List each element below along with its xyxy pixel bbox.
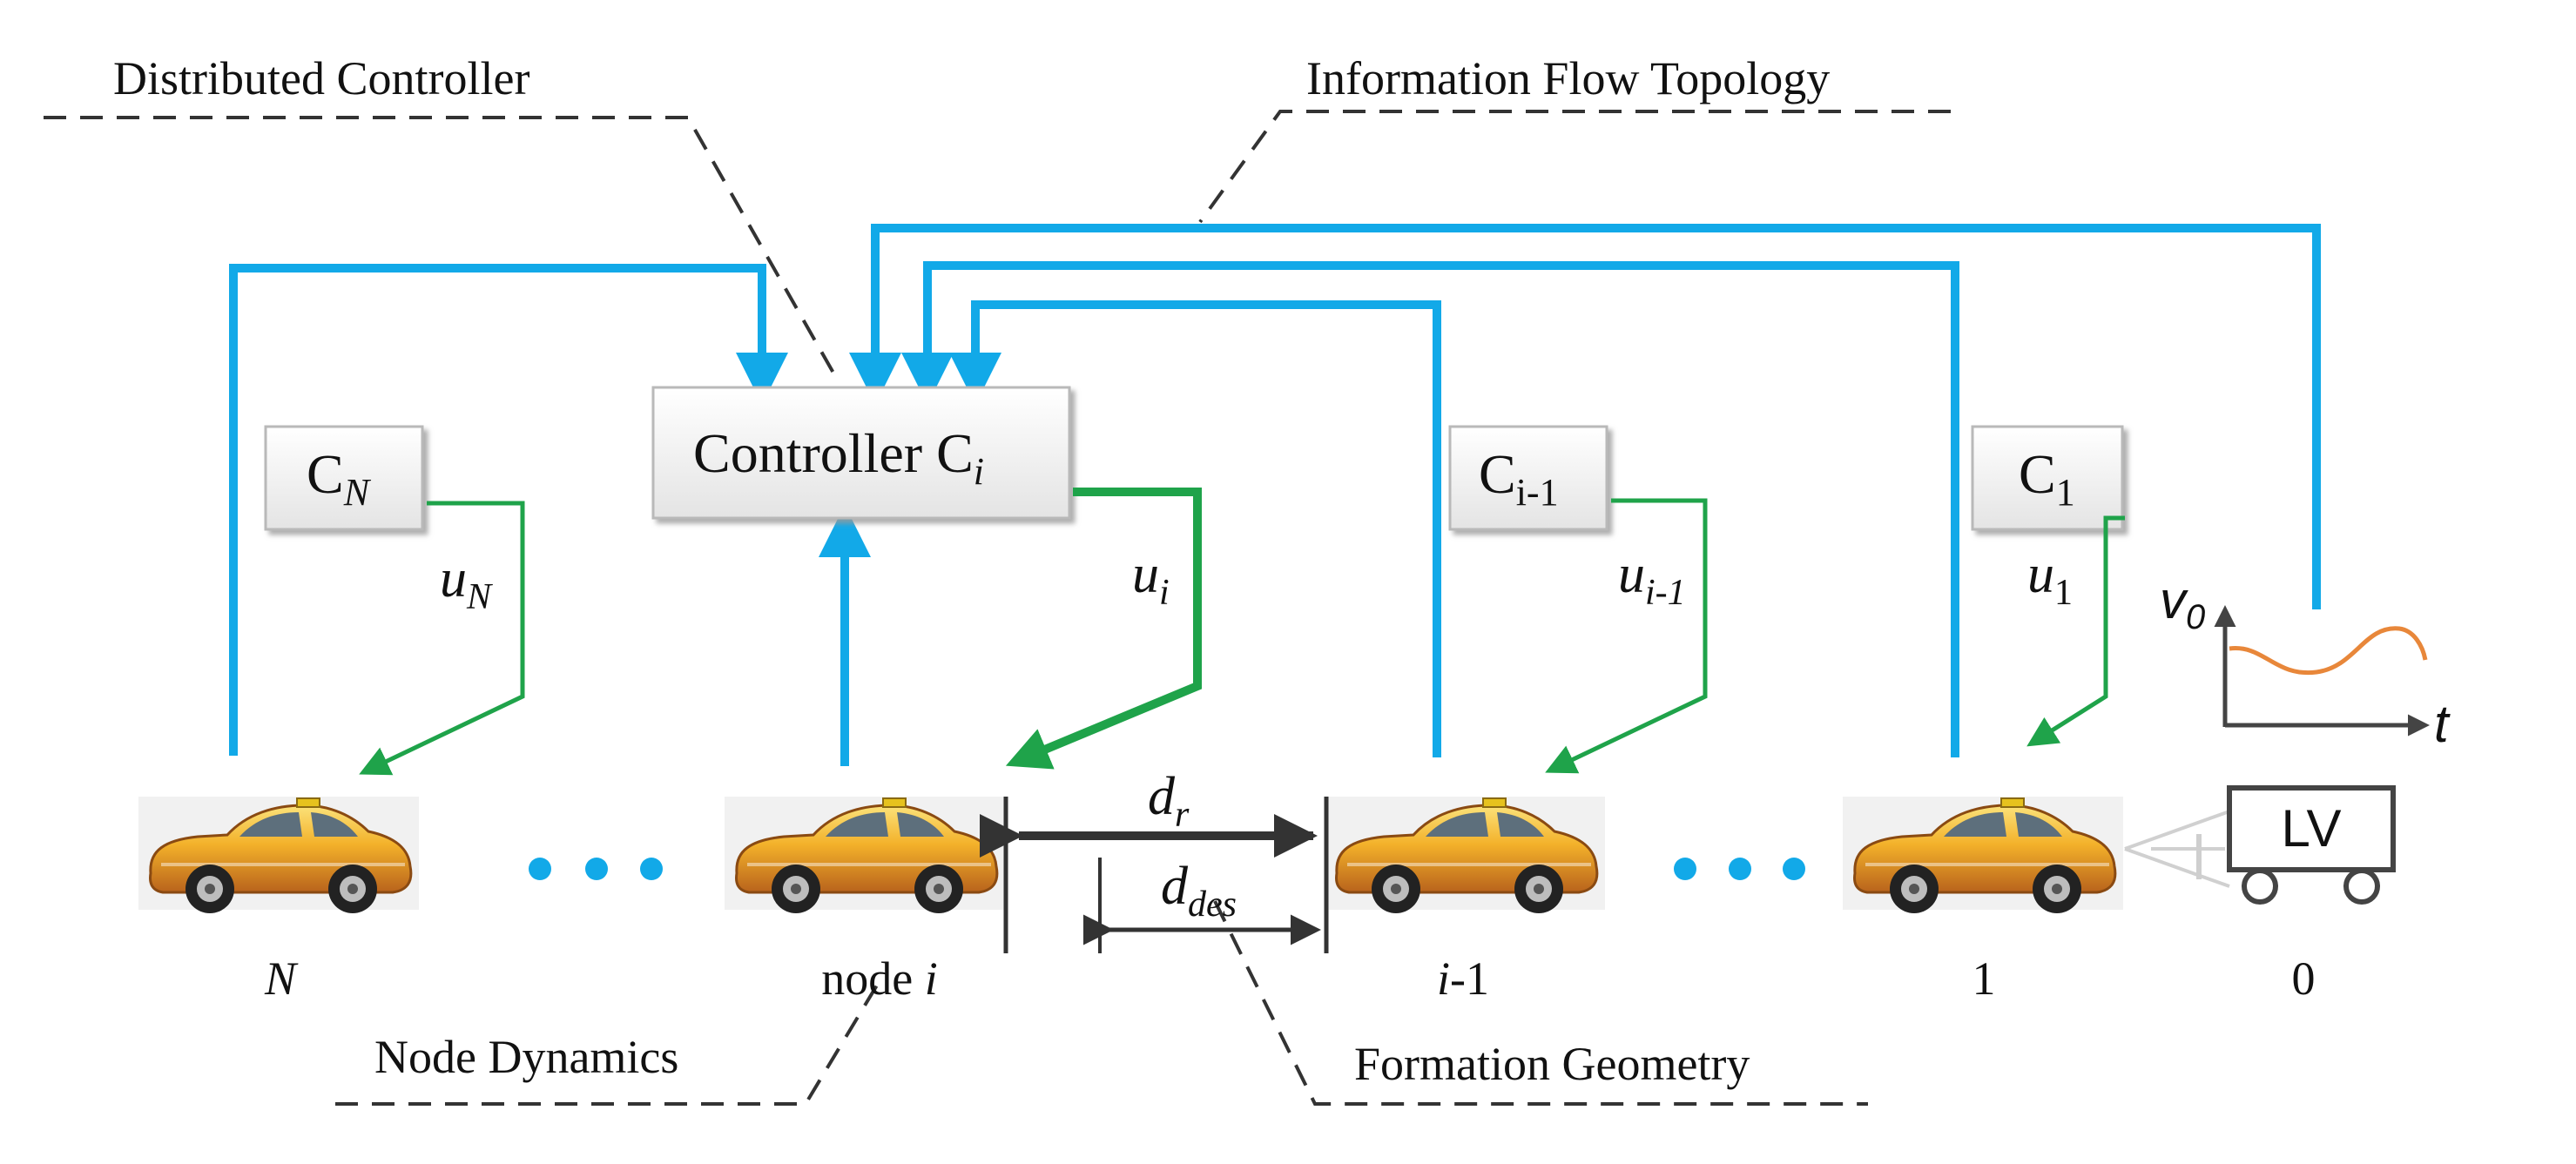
- svg-text:ui: ui: [1132, 545, 1170, 613]
- ellipsis-dots-right: [1674, 858, 1805, 880]
- controller-c1-sub: 1: [2056, 471, 2075, 514]
- control-signal-ui: [1005, 488, 1202, 770]
- controller-ci-minus-1-box: Ci-1: [1448, 425, 1608, 531]
- signal-ui-minus-1-sub: i-1: [1645, 573, 1686, 613]
- svg-text:ddes: ddes: [1161, 857, 1237, 925]
- controller-ci-minus-1-sub: i-1: [1516, 471, 1559, 514]
- leader-velocity-plot: v0 t: [2160, 571, 2451, 753]
- signal-u1-text: u: [2027, 545, 2054, 604]
- node-label-1: 1: [1972, 952, 1996, 1005]
- distributed-controller-label: Distributed Controller: [113, 52, 529, 104]
- info-flow-from-node-1: [901, 261, 1959, 757]
- distance-ddes-sub: des: [1188, 885, 1237, 925]
- distributed-controller-leader: [44, 116, 836, 375]
- information-flow-topology-label: Information Flow Topology: [1306, 52, 1830, 104]
- signal-ui-minus-1-text: u: [1618, 545, 1645, 604]
- node-label-i-minus-1-var: i: [1437, 952, 1450, 1005]
- controller-cN-text: C: [307, 443, 344, 505]
- leader-vehicle-label: LV: [2282, 799, 2342, 858]
- formation-geometry-label: Formation Geometry: [1354, 1038, 1750, 1090]
- svg-text:CN: CN: [307, 443, 372, 514]
- node-label-i-var: i: [925, 952, 938, 1005]
- controller-ci-sub: i: [974, 450, 984, 493]
- plot-ylabel: v: [2160, 571, 2188, 629]
- signal-uN-sub: N: [466, 577, 493, 617]
- car-node-i: [723, 795, 1007, 915]
- distance-dr-text: d: [1148, 767, 1176, 826]
- formation-geometry-leader: [1213, 900, 1868, 1106]
- svg-text:ui-1: ui-1: [1618, 545, 1686, 613]
- svg-text:Ci-1: Ci-1: [1479, 443, 1559, 514]
- control-signal-uN: [359, 501, 525, 776]
- info-flow-from-node-i-minus-1: [949, 300, 1441, 757]
- svg-text:Controller Ci: Controller Ci: [693, 422, 984, 493]
- distance-dr-sub: r: [1175, 795, 1190, 835]
- controller-ci-minus-1-text: C: [1479, 443, 1516, 505]
- controller-ci-text: Controller C: [693, 422, 974, 484]
- signal-uN-text: u: [440, 549, 467, 609]
- controller-cN-sub: N: [343, 471, 372, 514]
- tow-link: [2124, 810, 2230, 888]
- node-label-0: 0: [2292, 952, 2316, 1005]
- plot-ylabel-sub: 0: [2186, 598, 2205, 636]
- info-flow-leader: [1198, 110, 1951, 224]
- signal-ui-sub: i: [1159, 573, 1170, 613]
- car-node-1: [1841, 795, 2125, 915]
- info-flow-from-node-N: [229, 264, 788, 756]
- controller-c1-text: C: [2019, 443, 2056, 505]
- controller-cN-box: CN: [264, 425, 424, 531]
- node-label-N: N: [264, 952, 299, 1005]
- node-dynamics-label: Node Dynamics: [374, 1031, 678, 1083]
- info-flow-from-leader: [849, 224, 2321, 609]
- svg-text:C1: C1: [2019, 443, 2075, 514]
- velocity-curve: [2229, 626, 2428, 676]
- node-label-i-minus-1-suffix: -1: [1450, 952, 1489, 1005]
- control-signal-u1: [2026, 515, 2125, 747]
- ellipsis-dots-left: [529, 858, 663, 880]
- signal-u1-sub: 1: [2054, 573, 2073, 613]
- plot-xlabel: t: [2434, 695, 2451, 753]
- svg-text:uN: uN: [440, 549, 493, 617]
- signal-ui-text: u: [1132, 545, 1159, 604]
- svg-text:v0: v0: [2160, 571, 2205, 636]
- node-dynamics-leader: [335, 982, 880, 1106]
- svg-text:u1: u1: [2027, 545, 2073, 613]
- svg-text:dr: dr: [1148, 767, 1190, 835]
- node-label-i-prefix: node: [821, 952, 924, 1005]
- svg-text:node i: node i: [821, 952, 937, 1005]
- controller-c1-box: C1: [1971, 425, 2124, 531]
- svg-text:i-1: i-1: [1437, 952, 1489, 1005]
- distance-ddes-text: d: [1161, 857, 1189, 916]
- controller-ci-box: Controller Ci: [651, 386, 1071, 520]
- car-node-i-minus-1: [1323, 795, 1607, 915]
- leader-vehicle: LV: [2227, 785, 2396, 905]
- car-node-N: [137, 795, 421, 915]
- control-signal-ui-minus-1: [1545, 498, 1708, 774]
